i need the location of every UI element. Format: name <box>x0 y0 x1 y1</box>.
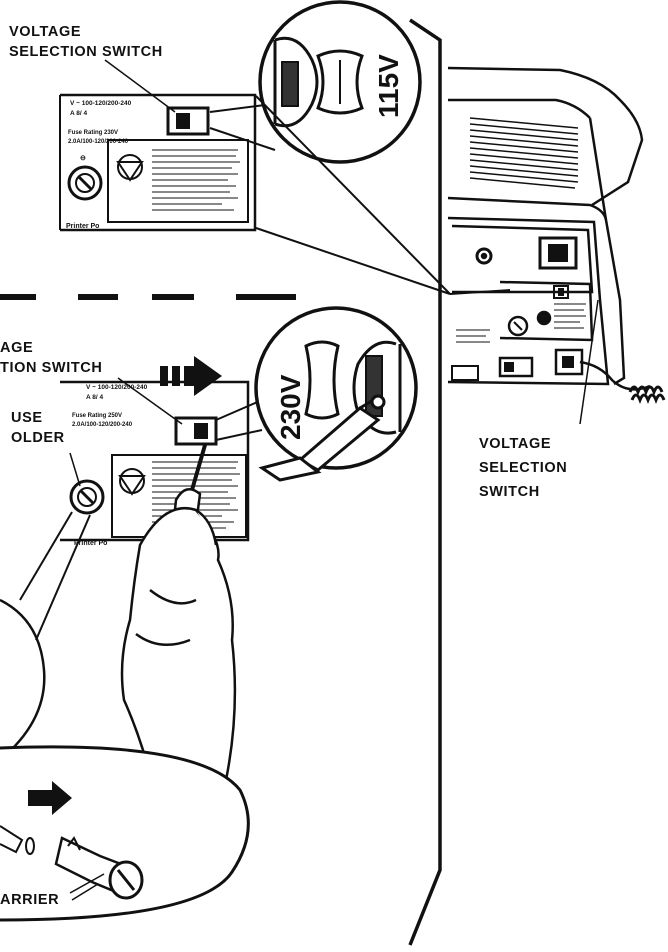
svg-text:Fuse Rating 250V: Fuse Rating 250V <box>72 413 122 419</box>
svg-text:A 8/ 4: A 8/ 4 <box>86 394 103 401</box>
warning-text-lines <box>152 150 240 210</box>
section-bracket <box>410 20 440 945</box>
switch-setting-115v: 115V <box>373 54 404 118</box>
panel-rating-text: V ~ 100-120/200-240 <box>70 100 132 107</box>
voltage-switch-label-top: VOLTAGE SELECTION SWITCH <box>9 22 163 62</box>
printer-label-top: Printer Po <box>66 223 99 230</box>
fuse-carrier-label-text: ARRIER <box>0 890 59 910</box>
voltage-switch-label-mid-line2: TION SWITCH <box>0 358 102 378</box>
switch-setting-230v: 230V <box>275 374 306 440</box>
fuse-holder-label: USE OLDER <box>0 408 65 448</box>
svg-text:V ~ 100-120/200-240: V ~ 100-120/200-240 <box>86 384 148 391</box>
panel-fuse-rating-text: Fuse Rating 230V <box>68 130 118 136</box>
slide-direction-arrow <box>160 356 222 396</box>
voltage-switch-label-right: VOLTAGE SELECTION SWITCH <box>479 432 567 504</box>
top-rear-panel: V ~ 100-120/200-240 A 8/ 4 Fuse Rating 2… <box>60 95 275 230</box>
fuse-carrier-label: ARRIER <box>0 890 59 910</box>
voltage-switch-label-mid-line1: AGE <box>0 338 102 358</box>
hand-with-screwdriver <box>122 445 235 790</box>
voltage-switch-label-right-line1: VOLTAGE <box>479 432 567 456</box>
fuse-holder-label-line2: OLDER <box>0 428 65 448</box>
top-magnified-switch: 115V <box>260 2 420 162</box>
fuse-holder-label-line1: USE <box>0 408 65 428</box>
voltage-switch-label-top-line2: SELECTION SWITCH <box>9 42 163 62</box>
voltage-switch-label-right-line2: SELECTION <box>479 456 567 480</box>
svg-text:2.0A/100-120/200-240: 2.0A/100-120/200-240 <box>72 422 133 428</box>
voltage-switch-label-right-line3: SWITCH <box>479 480 567 504</box>
svg-text:⊖: ⊖ <box>80 155 86 162</box>
printer-illustration <box>448 68 664 400</box>
voltage-switch-label-top-line1: VOLTAGE <box>9 22 163 42</box>
fuse-zoom-leaders <box>0 512 90 760</box>
voltage-switch-label-mid: AGE TION SWITCH <box>0 338 102 378</box>
panel-amps-text: A 8/ 4 <box>70 110 87 117</box>
